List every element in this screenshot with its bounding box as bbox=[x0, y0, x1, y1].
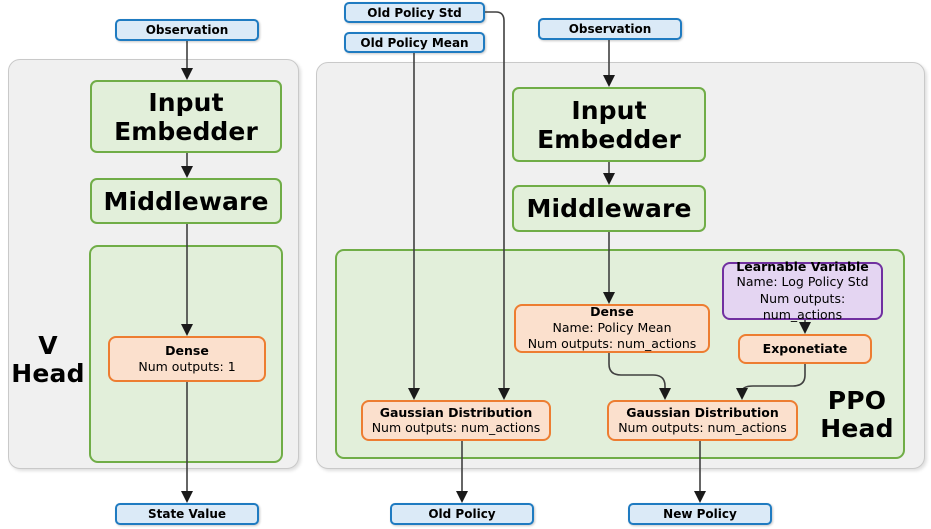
output-pill-state-value-label: State Value bbox=[147, 507, 227, 521]
v-dense-num-outputs: Num outputs: 1 bbox=[138, 358, 236, 374]
ppo-input-embedder-label: Input Embedder bbox=[537, 95, 681, 154]
input-pill-ppo-observation-label: Observation bbox=[568, 22, 652, 36]
v-head-caption-line1: V bbox=[38, 331, 58, 360]
ppo-dense-title: Dense bbox=[590, 304, 634, 320]
input-pill-old-policy-mean[interactable]: Old Policy Mean bbox=[344, 32, 485, 53]
input-pill-v-observation[interactable]: Observation bbox=[115, 19, 259, 41]
ppo-dense-policy-mean-node[interactable]: Dense Name: Policy Mean Num outputs: num… bbox=[514, 304, 710, 353]
ppo-middleware-node[interactable]: Middleware bbox=[512, 185, 706, 232]
arrowhead-state-value bbox=[181, 491, 193, 503]
input-pill-old-policy-mean-label: Old Policy Mean bbox=[360, 35, 469, 50]
ppo-gaussian-old-title: Gaussian Distribution bbox=[379, 404, 533, 420]
v-input-embedder-label: Input Embedder bbox=[114, 87, 258, 146]
arrowhead-new-policy bbox=[694, 491, 706, 503]
ppo-gaussian-old-node[interactable]: Gaussian Distribution Num outputs: num_a… bbox=[361, 400, 551, 441]
ppo-gaussian-old-num-outputs: Num outputs: num_actions bbox=[371, 420, 541, 436]
ppo-middleware-label: Middleware bbox=[526, 194, 692, 223]
v-input-embedder-node[interactable]: Input Embedder bbox=[90, 80, 282, 153]
ppo-learnable-variable-num-outputs: Num outputs: num_actions bbox=[759, 290, 846, 322]
ppo-gaussian-new-num-outputs: Num outputs: num_actions bbox=[618, 420, 787, 436]
ppo-dense-num-outputs: Num outputs: num_actions bbox=[527, 336, 697, 352]
v-dense-title: Dense bbox=[165, 343, 209, 359]
input-pill-v-observation-label: Observation bbox=[145, 23, 229, 37]
output-pill-new-policy[interactable]: New Policy bbox=[628, 503, 772, 525]
ppo-learnable-variable-name: Name: Log Policy Std bbox=[736, 274, 869, 290]
v-middleware-label: Middleware bbox=[103, 186, 269, 216]
ppo-learnable-variable-node[interactable]: Learnable Variable Name: Log Policy Std … bbox=[722, 258, 883, 322]
ppo-gaussian-new-node[interactable]: Gaussian Distribution Num outputs: num_a… bbox=[607, 400, 798, 441]
ppo-input-embedder-node[interactable]: Input Embedder bbox=[512, 87, 706, 162]
output-pill-old-policy-label: Old Policy bbox=[428, 507, 496, 521]
ppo-head-caption: PPO Head bbox=[816, 387, 898, 443]
ppo-exponetiate-node[interactable]: Exponetiate bbox=[738, 334, 872, 364]
output-pill-old-policy[interactable]: Old Policy bbox=[390, 503, 534, 525]
v-head-caption-line2: Head bbox=[11, 359, 85, 388]
v-dense-node[interactable]: Dense Num outputs: 1 bbox=[108, 336, 266, 382]
ppo-gaussian-new-title: Gaussian Distribution bbox=[626, 404, 779, 420]
output-pill-state-value[interactable]: State Value bbox=[115, 503, 259, 525]
ppo-head-caption-line1: PPO bbox=[827, 386, 887, 415]
ppo-dense-name: Name: Policy Mean bbox=[552, 320, 672, 336]
v-middleware-node[interactable]: Middleware bbox=[90, 178, 282, 224]
ppo-head-caption-line2: Head bbox=[820, 414, 894, 443]
ppo-learnable-variable-title: Learnable Variable bbox=[736, 258, 869, 274]
output-pill-new-policy-label: New Policy bbox=[663, 507, 737, 521]
v-head-caption: V Head bbox=[10, 332, 86, 388]
input-pill-ppo-observation[interactable]: Observation bbox=[538, 18, 682, 40]
ppo-exponetiate-title: Exponetiate bbox=[762, 341, 848, 357]
input-pill-old-policy-std[interactable]: Old Policy Std bbox=[344, 2, 485, 23]
input-pill-old-policy-std-label: Old Policy Std bbox=[367, 5, 462, 20]
arrowhead-old-policy bbox=[456, 491, 468, 503]
